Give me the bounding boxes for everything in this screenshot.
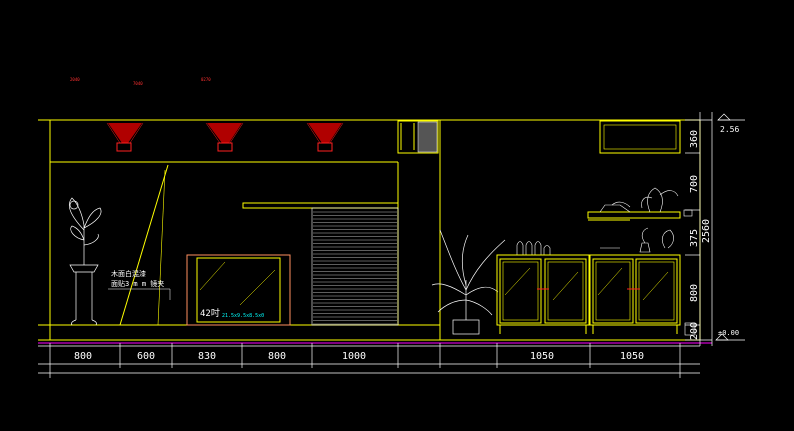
dim-v-3: 375: [689, 229, 700, 247]
ceiling-light-3: [306, 122, 344, 152]
wall-note-2: 面贴3 m m 镜夹: [111, 279, 164, 288]
top-label-2: 7040: [133, 81, 143, 86]
shelf-decor: [599, 187, 679, 253]
ceiling-box-hatch: [417, 121, 438, 153]
ceiling-light-2: [205, 122, 244, 152]
level-mark-bottom: [715, 333, 745, 341]
top-label-3: 0270: [201, 77, 211, 82]
tv-frame: [186, 254, 291, 326]
dim-v-4: 800: [689, 284, 700, 302]
tv-label: 42吋: [200, 308, 220, 319]
upper-shelf: [587, 211, 681, 219]
louvre-slats: [313, 211, 397, 325]
diagonal-panel: [119, 164, 169, 326]
potted-palm: [431, 229, 506, 335]
dim-h-1: 800: [74, 351, 92, 362]
level-mark-top: [717, 113, 745, 121]
level-top-text: 2.56: [720, 125, 739, 134]
horizontal-dimensions: [38, 343, 700, 378]
cabinet-left: [496, 254, 590, 334]
wall-note-1: 木面白混漆: [111, 269, 146, 278]
vertical-dimensions: [685, 112, 713, 346]
dim-h-4: 800: [268, 351, 286, 362]
right-ceiling-box: [599, 120, 681, 154]
dim-v-1: 360: [689, 130, 700, 148]
dim-v-2: 700: [689, 175, 700, 193]
ceiling-light-1: [106, 122, 144, 152]
cabinet-right: [589, 254, 681, 334]
top-label-1: 2040: [70, 77, 80, 82]
diagonal-panel-2: [157, 169, 166, 326]
level-bottom-text: ±0.00: [718, 329, 739, 337]
dim-h-7: 1050: [620, 351, 644, 362]
plant-stand: [69, 197, 102, 326]
dim-h-5: 1000: [342, 351, 366, 362]
dim-v-5: 200: [689, 322, 700, 340]
ceiling-box: [397, 120, 439, 154]
dim-h-6: 1050: [530, 351, 554, 362]
dim-h-2: 600: [137, 351, 155, 362]
wall-shelf: [242, 202, 399, 209]
dim-v-total: 2560: [701, 219, 712, 243]
tv-screen: [196, 257, 281, 323]
dim-h-3: 830: [198, 351, 216, 362]
tv-sub-label: 21.5x9.5x8.5x0: [222, 313, 264, 319]
bottles: [516, 241, 551, 256]
louvre-panel: [311, 207, 399, 326]
